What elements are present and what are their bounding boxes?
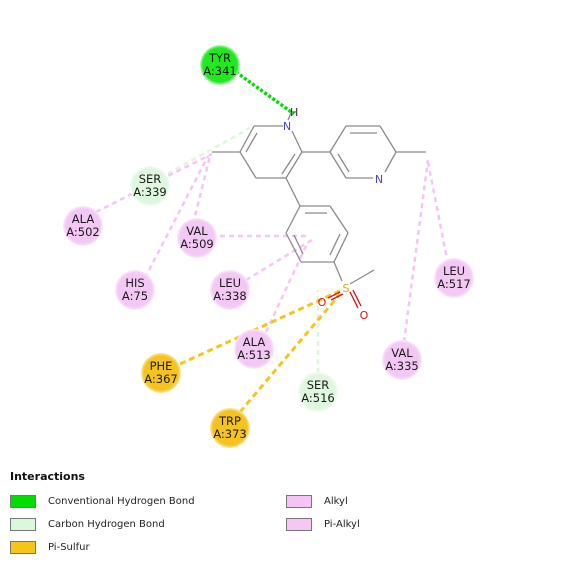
residue-ala513: ALA A:513 (234, 329, 274, 369)
legend-item-alkyl: Alkyl (286, 492, 348, 510)
residue-name: VAL (186, 224, 208, 238)
residue-ala502: ALA A:502 (63, 206, 103, 246)
atom-n-left: N (283, 120, 291, 133)
atom-h: H (290, 106, 298, 119)
residue-number: A:517 (437, 277, 471, 291)
residue-number: A:373 (213, 427, 247, 441)
residue-number: A:513 (237, 348, 271, 362)
hbond-line-tyr341 (234, 70, 296, 116)
legend-label: Pi-Sulfur (48, 541, 90, 553)
residue-number: A:341 (203, 64, 237, 78)
legend-item-pi-sulfur: Pi-Sulfur (10, 538, 90, 556)
ligand (212, 112, 426, 309)
residue-his75: HIS A:75 (115, 270, 155, 310)
atom-s: S (343, 282, 350, 295)
residue-tyr341: TYR A:341 (200, 45, 240, 85)
residue-name: HIS (125, 276, 144, 290)
residue-val335: VAL A:335 (382, 340, 422, 380)
residue-number: A:516 (301, 391, 335, 405)
legend-swatch (286, 494, 312, 508)
atom-o2: O (360, 309, 369, 322)
residue-name: ALA (243, 335, 266, 349)
residue-name: PHE (150, 359, 173, 373)
legend-swatch (10, 540, 36, 554)
atom-labels: H N N S O O (283, 106, 383, 322)
alkyl-line-leu517 (426, 161, 450, 265)
legend-swatch (10, 494, 36, 508)
residue-name: LEU (219, 276, 241, 290)
residue-name: VAL (391, 346, 413, 360)
residue-number: A:509 (180, 237, 214, 251)
residue-number: A:75 (122, 289, 148, 303)
residue-trp373: TRP A:373 (210, 408, 250, 448)
residue-phe367: PHE A:367 (141, 353, 181, 393)
residue-number: A:335 (385, 359, 419, 373)
residue-leu517: LEU A:517 (434, 258, 474, 298)
residue-name: SER (139, 172, 162, 186)
legend-label: Conventional Hydrogen Bond (48, 495, 195, 507)
pialkyl-line-ala513 (264, 245, 308, 333)
atom-n-right: N (375, 173, 383, 186)
legend-label: Alkyl (324, 495, 348, 507)
residue-val509: VAL A:509 (177, 218, 217, 258)
pialkyl-line-leu338 (245, 238, 313, 282)
atom-o1: O (318, 296, 327, 309)
legend-label: Carbon Hydrogen Bond (48, 518, 165, 530)
residue-leu338: LEU A:338 (210, 270, 250, 310)
residue-ser339: SER A:339 (130, 166, 170, 206)
legend-item-conventional-hbond: Conventional Hydrogen Bond (10, 492, 195, 510)
legend: Interactions Conventional Hydrogen Bond … (8, 470, 558, 562)
residue-ser516: SER A:516 (298, 372, 338, 412)
residue-number: A:338 (213, 289, 247, 303)
pisulfur-line-trp373 (238, 293, 342, 413)
residues: TYR A:341 SER A:339 ALA A:502 VAL A:509 … (63, 45, 474, 448)
legend-item-carbon-hbond: Carbon Hydrogen Bond (10, 515, 165, 533)
residue-number: A:367 (144, 372, 178, 386)
alkyl-line-val335 (402, 159, 430, 343)
legend-title: Interactions (10, 470, 85, 483)
legend-item-pi-alkyl: Pi-Alkyl (286, 515, 360, 533)
residue-number: A:502 (66, 225, 100, 239)
residue-name: SER (307, 378, 330, 392)
ch-line-ser339 (159, 126, 251, 180)
legend-swatch (286, 517, 312, 531)
alkyl-line-val509-a (191, 155, 212, 225)
residue-name: TRP (218, 414, 241, 428)
legend-swatch (10, 517, 36, 531)
alkyl-line-his75 (143, 155, 210, 279)
residue-name: ALA (72, 212, 95, 226)
residue-number: A:339 (133, 185, 167, 199)
legend-label: Pi-Alkyl (324, 518, 360, 530)
residue-name: LEU (443, 264, 465, 278)
residue-name: TYR (208, 51, 231, 65)
